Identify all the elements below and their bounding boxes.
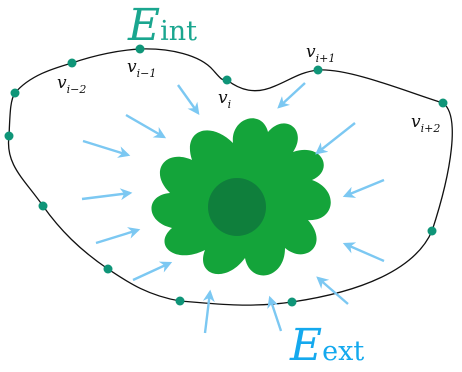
internal-energy-label: Eint [127,0,197,51]
force-arrow [279,83,305,107]
vertex-point [104,265,113,274]
force-arrow [126,115,164,137]
force-arrow [205,292,210,333]
force-arrow [178,85,198,113]
vertex-point-i-2 [68,59,77,68]
vertex-label-i-1: vi−1 [127,57,156,80]
vertex-point-i+2 [439,99,448,108]
force-arrow [317,123,355,153]
external-energy-label: Eext [289,320,364,371]
force-arrow [345,244,384,261]
vertex-point-i+1 [314,66,323,75]
target-object [151,118,330,275]
vertex-point [39,202,48,211]
vertex-label-i+1: vi+1 [306,42,335,65]
vertex-point [288,298,297,307]
force-arrow [83,141,128,155]
vertex-point [5,132,14,141]
force-arrow [133,263,170,280]
vertex-label-i: vi [218,88,231,111]
vertex-point-i [223,76,232,85]
force-arrow [96,230,138,243]
vertex-point [428,227,437,236]
vertex-point [11,89,20,98]
vertex-label-i-2: vi−2 [57,73,86,96]
force-arrow [345,180,384,196]
flower-core [208,178,266,236]
vertex-point [176,297,185,306]
vertex-label-i+2: vi+2 [411,112,440,135]
force-arrow [82,193,130,199]
